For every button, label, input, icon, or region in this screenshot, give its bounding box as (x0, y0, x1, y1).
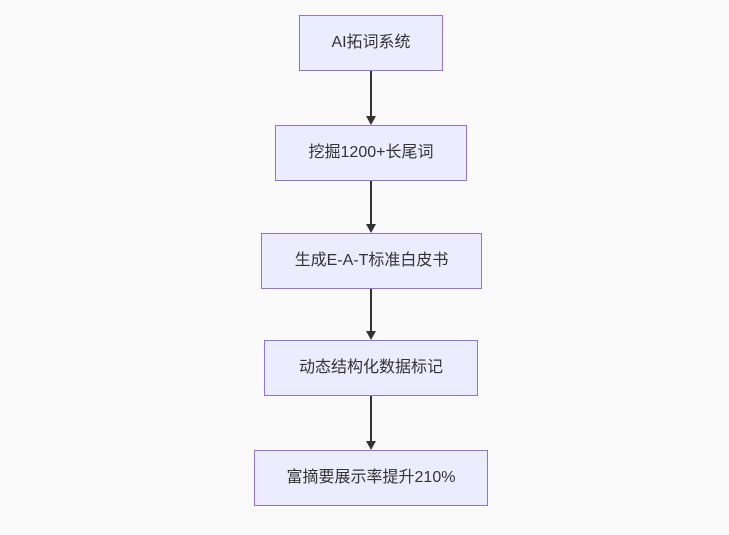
node-1-label: AI拓词系统 (331, 34, 411, 52)
flowchart-node-3: 生成E-A-T标准白皮书 (261, 233, 482, 289)
flowchart-arrow-4 (366, 396, 376, 450)
flowchart-node-4: 动态结构化数据标记 (264, 340, 478, 396)
arrowhead-down-icon (366, 224, 376, 233)
arrowhead-down-icon (366, 441, 376, 450)
arrowhead-down-icon (366, 116, 376, 125)
flowchart-arrow-1 (366, 71, 376, 125)
node-5-label: 富摘要展示率提升210% (286, 469, 456, 487)
flowchart-node-1: AI拓词系统 (299, 15, 443, 71)
flowchart-node-2: 挖掘1200+长尾词 (275, 125, 467, 181)
node-4-label: 动态结构化数据标记 (298, 359, 443, 377)
arrow-line (370, 71, 372, 117)
arrowhead-down-icon (366, 331, 376, 340)
flowchart-arrow-3 (366, 289, 376, 340)
arrow-line (370, 396, 372, 442)
flowchart-arrow-2 (366, 181, 376, 233)
flowchart-node-5: 富摘要展示率提升210% (254, 450, 488, 506)
node-3-label: 生成E-A-T标准白皮书 (294, 252, 449, 270)
arrow-line (370, 289, 372, 332)
node-2-label: 挖掘1200+长尾词 (308, 144, 434, 162)
arrow-line (370, 181, 372, 225)
